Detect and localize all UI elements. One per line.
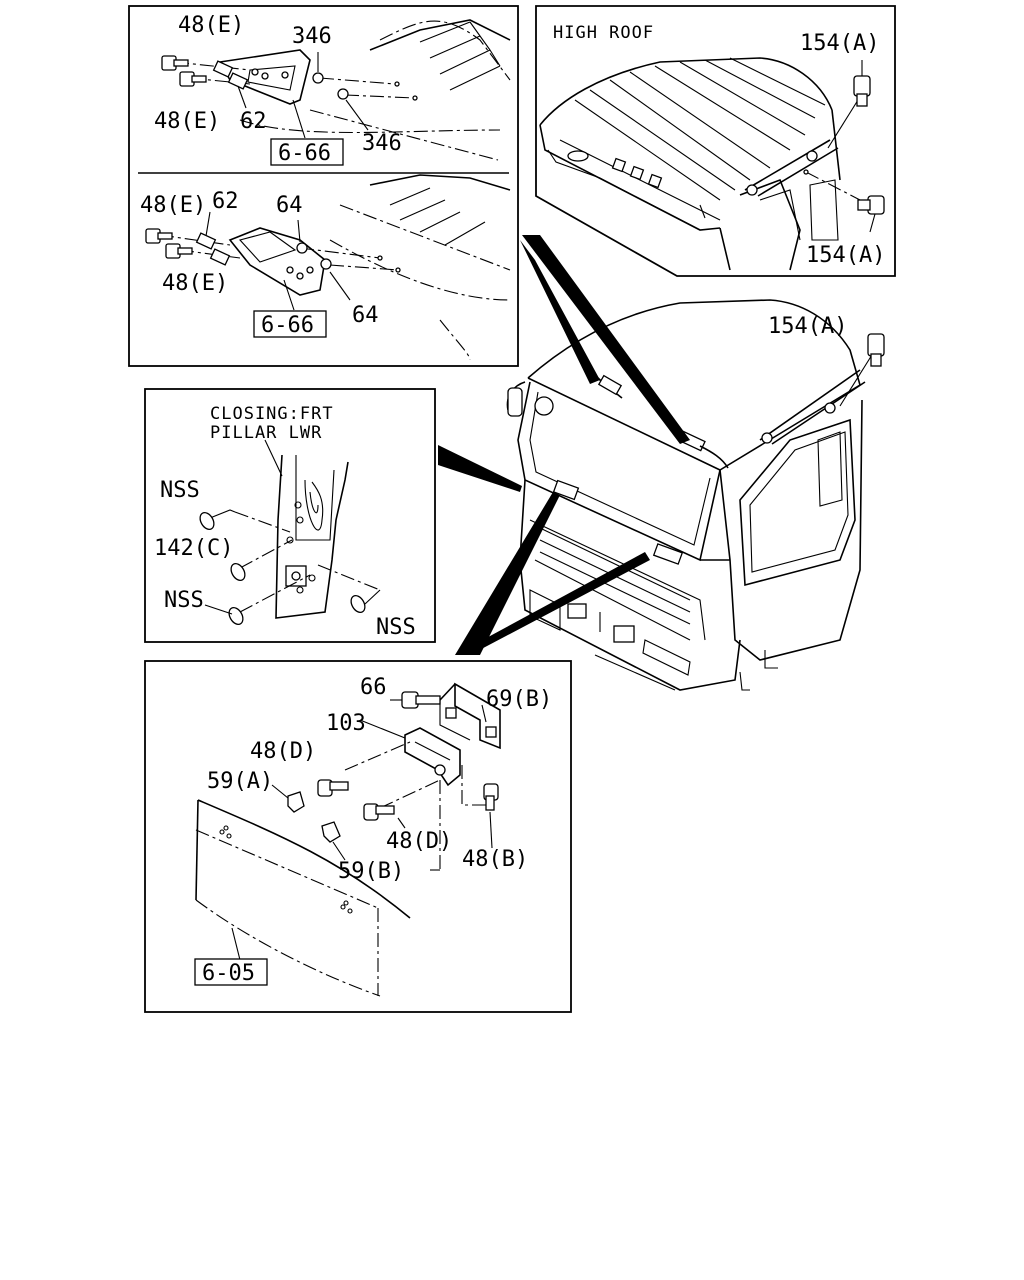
callout-103: 103 bbox=[326, 711, 366, 736]
ref-6-66-upper: 6-66 bbox=[278, 141, 331, 166]
leader-wedges bbox=[438, 235, 690, 655]
panel-high-roof: HIGH ROOF bbox=[535, 5, 896, 277]
callout-66: 66 bbox=[360, 675, 387, 700]
callout-48e-lower-b: 48(E) bbox=[162, 271, 228, 296]
callout-69b: 69(B) bbox=[486, 687, 552, 712]
callout-nss-3: NSS bbox=[376, 615, 416, 640]
callout-48e-upper-a: 48(E) bbox=[178, 13, 244, 38]
callout-64-upper: 64 bbox=[276, 193, 303, 218]
callout-48b: 48(B) bbox=[462, 847, 528, 872]
closing-heading-line1: CLOSING:FRT bbox=[210, 404, 334, 424]
callout-nss-1: NSS bbox=[160, 478, 200, 503]
ref-6-66-lower: 6-66 bbox=[261, 313, 314, 338]
main-cab-drawing bbox=[506, 299, 885, 691]
grille-drawing bbox=[195, 682, 501, 997]
upper-subpanel-drawing bbox=[161, 19, 511, 161]
callout-62-upper: 62 bbox=[240, 109, 267, 134]
panel-top-left: 48(E) 48(E) 346 62 346 6-66 bbox=[128, 5, 519, 367]
callout-48e-lower-a: 48(E) bbox=[140, 193, 206, 218]
high-roof-drawing bbox=[539, 57, 885, 271]
callout-59b: 59(B) bbox=[338, 859, 404, 884]
lower-subpanel-drawing bbox=[145, 174, 511, 361]
callout-346-lower: 346 bbox=[362, 131, 402, 156]
panel-grille: 66 69(B) 103 48(D) 59(A) 48(D) 48(B) 59(… bbox=[144, 660, 572, 1013]
ref-box-6-05 bbox=[194, 958, 268, 986]
ref-6-05: 6-05 bbox=[202, 961, 255, 986]
ref-box-6-66-lower bbox=[253, 310, 327, 338]
callout-154a-high-lower: 154(A) bbox=[806, 243, 885, 268]
panel-closing: CLOSING:FRT PILLAR LWR bbox=[144, 388, 436, 643]
callout-nss-2: NSS bbox=[164, 588, 204, 613]
callout-48d-lower: 48(D) bbox=[386, 829, 452, 854]
callout-48e-upper-b: 48(E) bbox=[154, 109, 220, 134]
callout-59a: 59(A) bbox=[207, 769, 273, 794]
callout-62-lower: 62 bbox=[212, 189, 239, 214]
high-roof-heading: HIGH ROOF bbox=[553, 23, 654, 43]
callout-346-upper: 346 bbox=[292, 24, 332, 49]
callout-142c: 142(C) bbox=[154, 536, 233, 561]
callout-64-lower: 64 bbox=[352, 303, 379, 328]
callout-154a-cab: 154(A) bbox=[768, 314, 847, 339]
callout-154a-high-upper: 154(A) bbox=[800, 31, 879, 56]
closing-drawing bbox=[199, 439, 381, 626]
closing-heading-line2: PILLAR LWR bbox=[210, 423, 322, 443]
ref-box-6-66-upper bbox=[270, 138, 344, 166]
callout-48d-upper: 48(D) bbox=[250, 739, 316, 764]
